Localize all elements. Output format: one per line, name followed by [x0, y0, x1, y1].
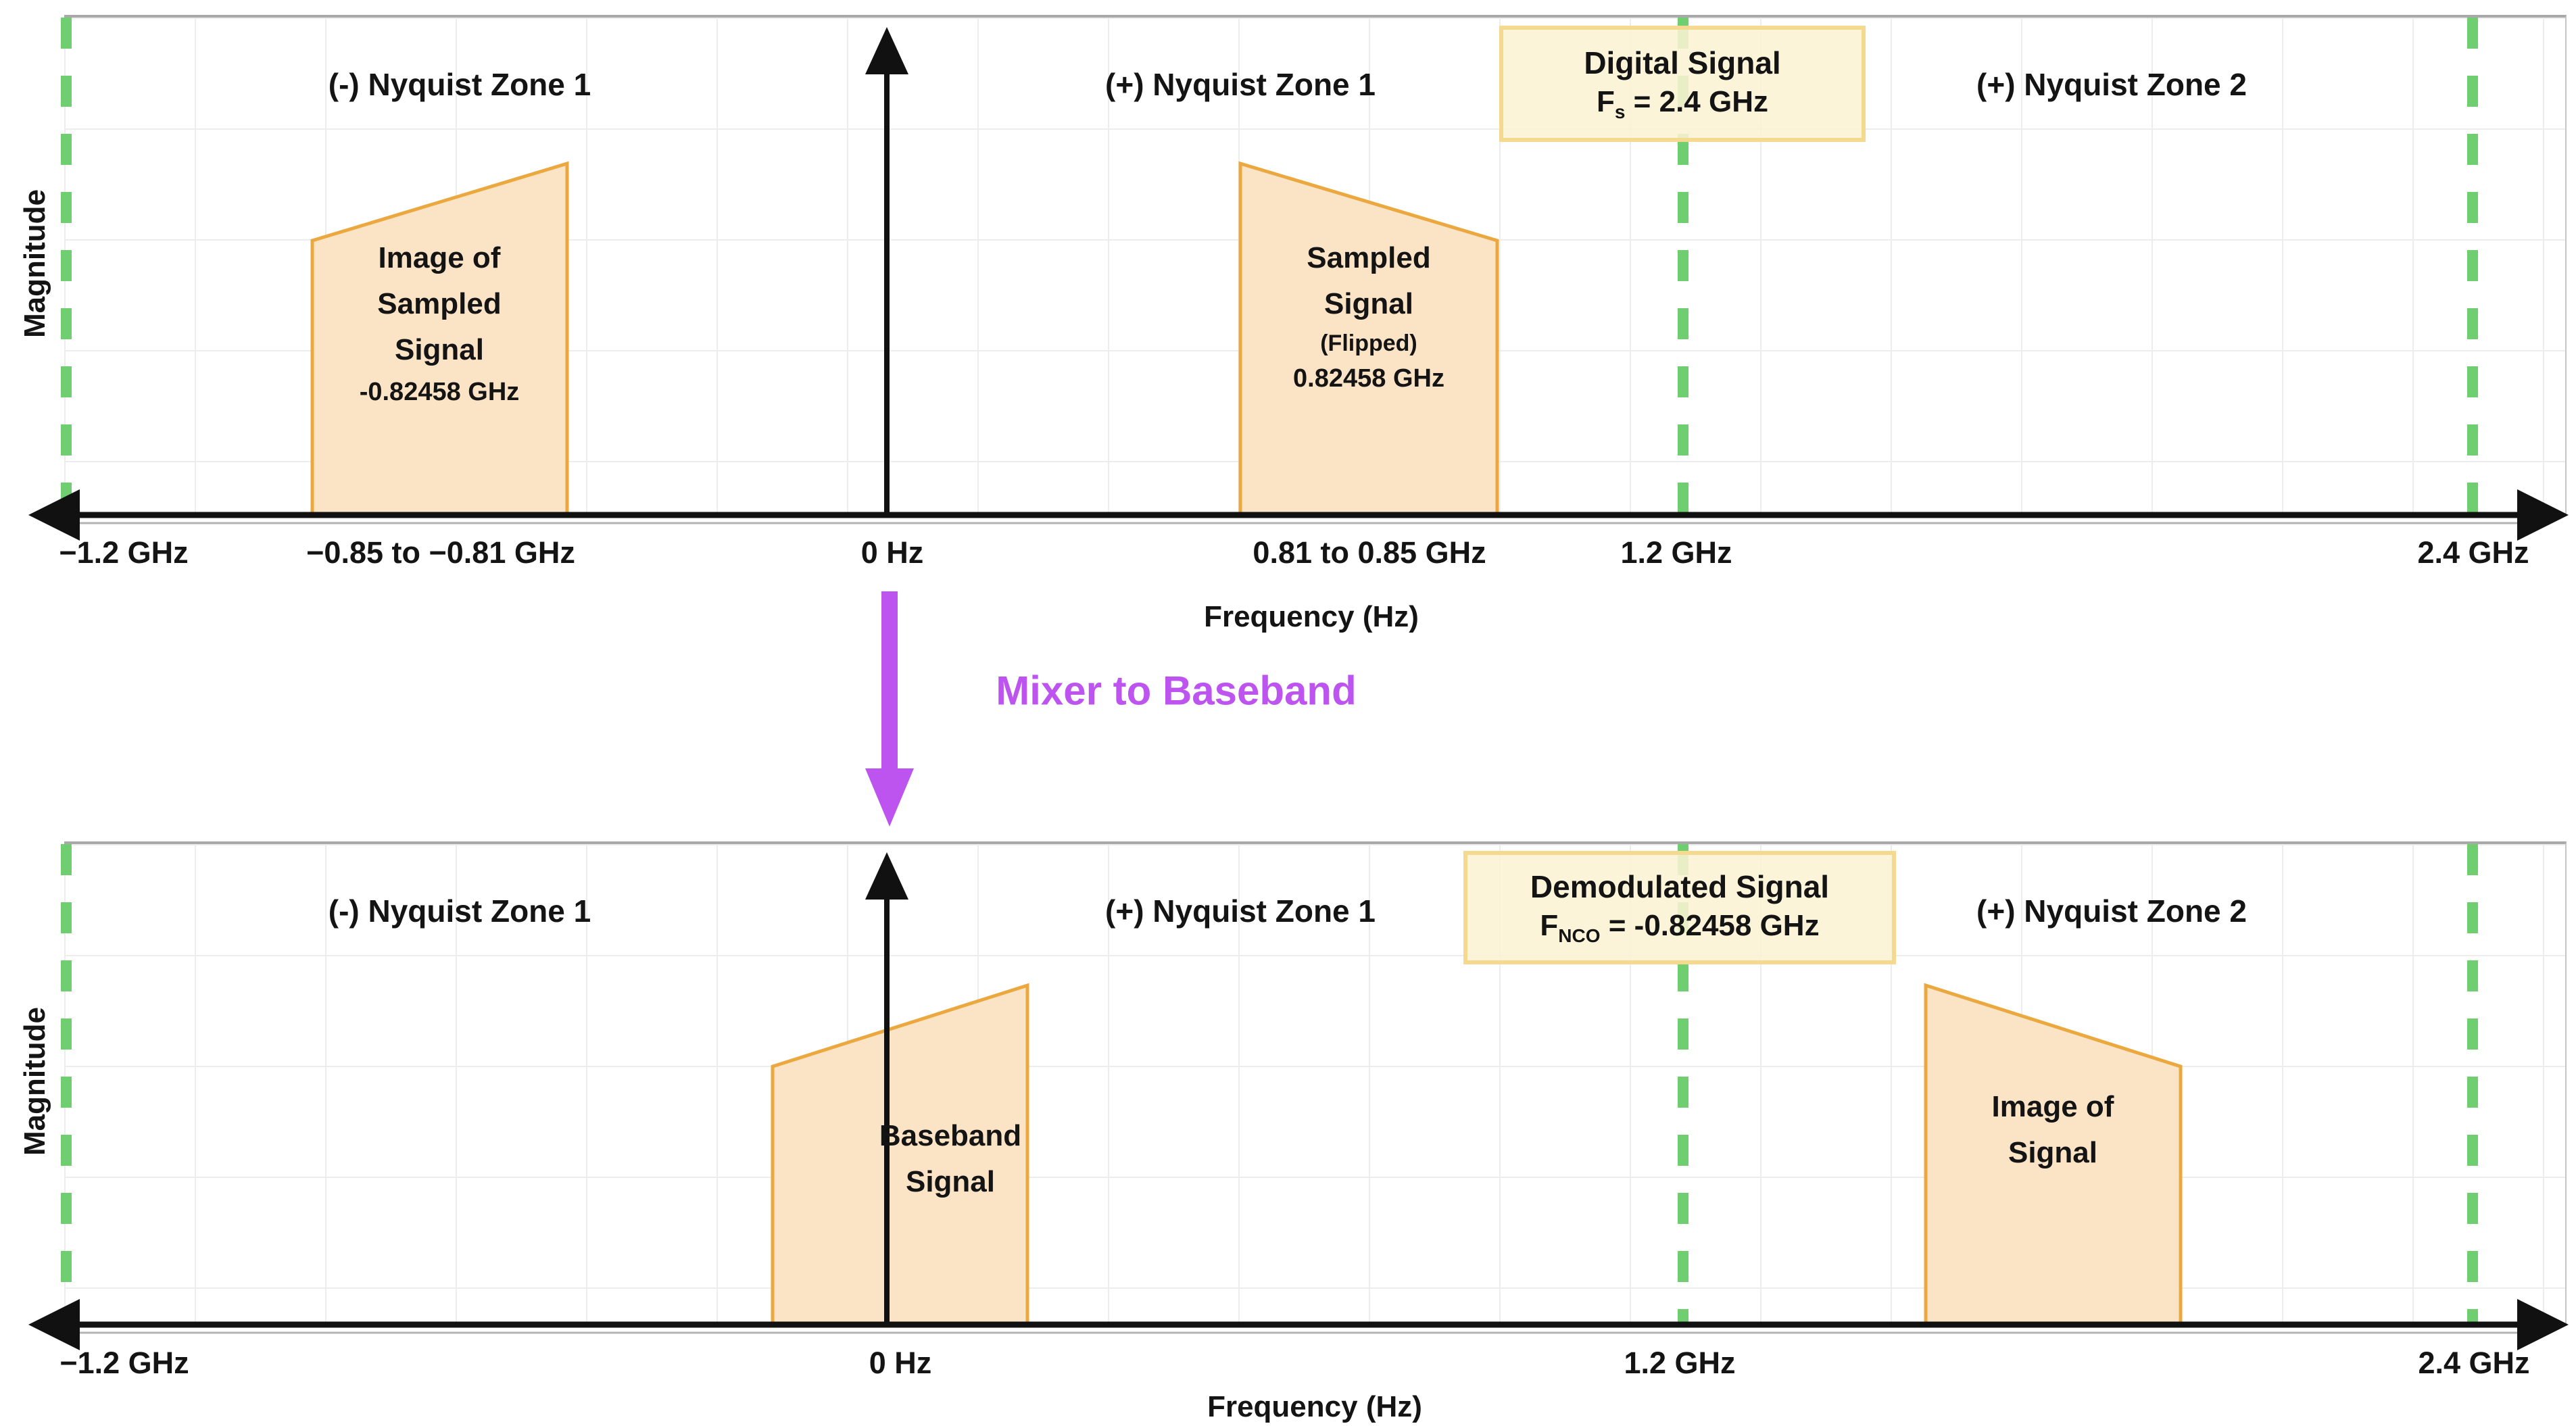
- digital-signal-info-box: Digital Signal Fs = 2.4 GHz: [1499, 26, 1866, 142]
- nco-frequency-value: FNCO = -0.82458 GHz: [1540, 909, 1820, 946]
- image-signal-frequency: -0.82458 GHz: [359, 378, 520, 406]
- tick-neg-band: −0.85 to −0.81 GHz: [306, 535, 575, 570]
- tick-neg-1p2ghz: −1.2 GHz: [59, 535, 189, 570]
- image-of-sampled-signal-label: Image of Sampled Signal -0.82458 GHz: [360, 235, 520, 411]
- x-axis-arrow-left: [28, 489, 80, 541]
- x-axis-arrow-right: [2517, 1299, 2569, 1350]
- bottom-plot-axes: [28, 844, 2569, 1350]
- x-axis-arrow-right: [2517, 489, 2569, 541]
- y-axis-arrow: [865, 27, 908, 74]
- info-box-title: Demodulated Signal: [1530, 869, 1830, 905]
- tick-0hz: 0 Hz: [869, 1346, 932, 1380]
- tick-2p4ghz: 2.4 GHz: [2417, 535, 2529, 570]
- tick-0hz: 0 Hz: [860, 535, 924, 570]
- top-plot-axes: [28, 18, 2569, 541]
- tick-1p2ghz: 1.2 GHz: [1620, 535, 1732, 570]
- zone-label-pos-2: (+) Nyquist Zone 2: [1976, 893, 2247, 929]
- mixer-down-arrow: [865, 591, 914, 827]
- tick-2p4ghz: 2.4 GHz: [2418, 1346, 2530, 1380]
- baseband-signal-label: Baseband Signal: [879, 1119, 1022, 1198]
- zone-label-neg-1: (-) Nyquist Zone 1: [328, 893, 591, 929]
- sampling-frequency-value: Fs = 2.4 GHz: [1596, 85, 1768, 122]
- zone-label-pos-2: (+) Nyquist Zone 2: [1976, 67, 2247, 102]
- tick-neg-1p2ghz: −1.2 GHz: [59, 1346, 189, 1380]
- zone-label-pos-1: (+) Nyquist Zone 1: [1105, 67, 1376, 102]
- zone-label-pos-1: (+) Nyquist Zone 1: [1105, 893, 1376, 929]
- demodulated-signal-plot: (-) Nyquist Zone 1 (+) Nyquist Zone 1 (+…: [28, 841, 2569, 1423]
- demodulated-signal-info-box: Demodulated Signal FNCO = -0.82458 GHz: [1463, 851, 1896, 964]
- top-x-axis-label: Frequency (Hz): [1204, 600, 1419, 633]
- mixer-to-baseband-label: Mixer to Baseband: [996, 668, 1357, 714]
- zone-label-neg-1: (-) Nyquist Zone 1: [328, 67, 591, 102]
- tick-pos-band: 0.81 to 0.85 GHz: [1253, 535, 1486, 570]
- bottom-y-axis-label: Magnitude: [18, 1007, 51, 1156]
- sampled-signal-frequency: 0.82458 GHz: [1293, 364, 1444, 393]
- sampled-signal-label: Sampled Signal (Flipped) 0.82458 GHz: [1293, 235, 1444, 397]
- top-y-axis-label: Magnitude: [18, 189, 51, 338]
- y-axis-arrow: [865, 852, 908, 900]
- flipped-note: (Flipped): [1320, 330, 1417, 356]
- digital-signal-plot: (-) Nyquist Zone 1 (+) Nyquist Zone 1 (+…: [28, 15, 2569, 633]
- bottom-x-axis-label: Frequency (Hz): [1207, 1390, 1422, 1423]
- info-box-title: Digital Signal: [1584, 45, 1781, 81]
- x-axis-arrow-left: [28, 1299, 80, 1350]
- tick-1p2ghz: 1.2 GHz: [1624, 1346, 1736, 1380]
- image-of-signal-label: Image of Signal: [1991, 1090, 2114, 1169]
